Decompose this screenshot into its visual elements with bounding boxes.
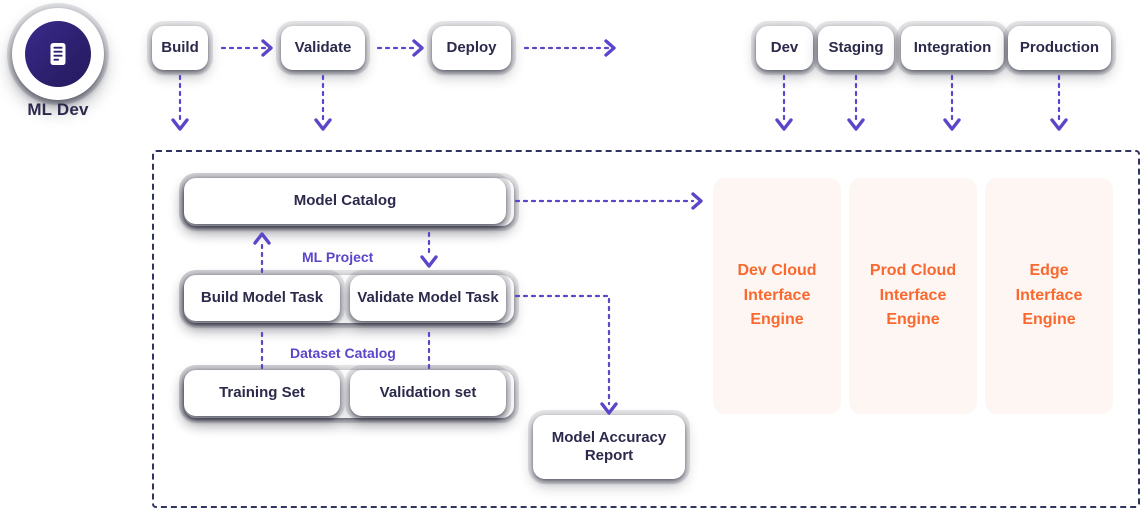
arrowhead-validate-to-deploy xyxy=(412,39,424,57)
validation-set-label: Validation set xyxy=(379,383,477,401)
engine-dev-cloud-line2: Interface xyxy=(743,286,811,304)
ml-dev-label: ML Dev xyxy=(27,100,89,119)
pipeline-node-deploy-label: Deploy xyxy=(446,38,497,56)
env-node-production[interactable]: Production xyxy=(1008,26,1111,70)
model-accuracy-report-line2: Report xyxy=(584,447,634,464)
pipeline-node-build-label: Build xyxy=(161,38,199,56)
model-accuracy-report-node[interactable]: Model Accuracy Report xyxy=(533,415,685,479)
arrowhead-production-down xyxy=(1050,118,1068,131)
env-node-integration-label: Integration xyxy=(913,38,992,56)
arrowhead-staging-down xyxy=(847,118,865,131)
env-node-dev[interactable]: Dev xyxy=(756,26,813,70)
arrowhead-dev-down xyxy=(775,118,793,131)
model-accuracy-report-line1: Model Accuracy xyxy=(551,428,667,446)
server-document-icon xyxy=(50,43,66,65)
engine-prod-cloud-line3: Engine xyxy=(886,311,940,329)
ml-dev-boundary xyxy=(152,150,1140,508)
pipeline-node-validate-label: Validate xyxy=(294,38,352,56)
pipeline-node-deploy[interactable]: Deploy xyxy=(432,26,511,70)
engine-card-dev-cloud[interactable]: Dev Cloud Interface Engine xyxy=(713,178,841,414)
engine-card-prod-cloud[interactable]: Prod Cloud Interface Engine xyxy=(849,178,977,414)
arrowhead-deploy-to-environments xyxy=(604,39,616,57)
engine-prod-cloud-line2: Interface xyxy=(879,286,947,304)
engine-edge-line2: Interface xyxy=(1015,286,1083,304)
badge-disc xyxy=(25,21,91,87)
engine-dev-cloud-line3: Engine xyxy=(750,311,804,329)
validate-model-task-label: Validate Model Task xyxy=(357,288,499,306)
validation-set-node[interactable]: Validation set xyxy=(350,370,506,416)
arrowhead-build-down xyxy=(171,118,189,131)
engine-card-edge[interactable]: Edge Interface Engine xyxy=(985,178,1113,414)
training-set-label: Training Set xyxy=(219,383,305,401)
engine-dev-cloud-line1: Dev Cloud xyxy=(737,261,817,279)
arrowhead-build-to-validate xyxy=(261,39,273,57)
validate-model-task-node[interactable]: Validate Model Task xyxy=(350,275,506,321)
ml-project-annotation: ML Project xyxy=(302,249,374,265)
ml-dev-badge[interactable]: ML Dev xyxy=(12,8,104,119)
env-node-staging[interactable]: Staging xyxy=(818,26,894,70)
pipeline-node-build[interactable]: Build xyxy=(152,26,208,70)
engine-edge-line1: Edge xyxy=(1029,261,1069,279)
dataset-catalog-annotation: Dataset Catalog xyxy=(290,345,396,361)
pipeline-node-validate[interactable]: Validate xyxy=(281,26,365,70)
build-model-task-label: Build Model Task xyxy=(200,288,324,306)
model-catalog-label: Model Catalog xyxy=(293,191,397,209)
build-model-task-node[interactable]: Build Model Task xyxy=(184,275,340,321)
env-node-staging-label: Staging xyxy=(828,38,884,56)
arrowhead-validate-down xyxy=(314,118,332,131)
env-node-dev-label: Dev xyxy=(770,38,799,56)
env-node-integration[interactable]: Integration xyxy=(901,26,1004,70)
engine-edge-line3: Engine xyxy=(1022,311,1076,329)
training-set-node[interactable]: Training Set xyxy=(184,370,340,416)
env-node-production-label: Production xyxy=(1019,38,1100,56)
arrowhead-integration-down xyxy=(943,118,961,131)
model-catalog-node[interactable]: Model Catalog xyxy=(184,178,506,224)
engine-prod-cloud-line1: Prod Cloud xyxy=(869,261,957,279)
